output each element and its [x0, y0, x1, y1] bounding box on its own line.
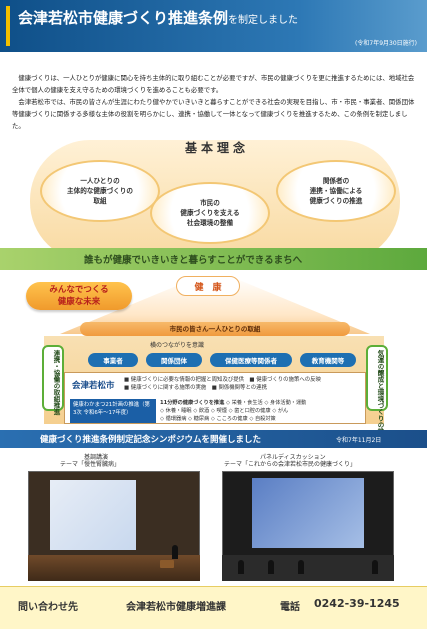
goal-item: ◇ 循環器病: [160, 416, 187, 422]
intro-text: 健康づくりは、一人ひとりが健康に関心を持ち主体的に取り組むことが必要ですが、市民…: [12, 72, 416, 132]
future-line-1: みんなでつくる: [49, 285, 109, 295]
header-band: [0, 0, 427, 52]
panel-screen: [252, 478, 364, 548]
panel-stage: [222, 555, 394, 581]
title-suffix: を制定しました: [228, 15, 299, 26]
panelist-figure: [372, 560, 378, 574]
phone-label: 電話: [280, 602, 300, 613]
principle-2: 市民の 健康づくりを支える 社会環境の整備: [150, 182, 270, 244]
health-box: [176, 276, 240, 296]
phone-number: 0242-39-1245: [314, 597, 400, 610]
goal-item: ◇ がん: [272, 408, 289, 414]
org-kyoiku: 教育機関等: [300, 353, 356, 367]
header-accent: [6, 6, 10, 46]
symposium-title: 健康づくり推進条例制定記念シンポジウムを開催しました: [40, 435, 262, 445]
department-name: 会津若松市健康増進課: [126, 602, 226, 613]
vision-text: 誰もが健康でいきいきと暮らすことができるまちへ: [84, 255, 303, 266]
org-hoken-iryo: 保健医療等関係者: [210, 353, 292, 367]
city-item: ■ 健康づくりの施策への反映: [249, 377, 321, 383]
panelist-figure: [298, 560, 304, 574]
city-item: ■ 健康づくりに必要な情報の把握と周知及び提供: [124, 377, 245, 383]
principle-1: 一人ひとりの 主体的な健康づくりの 取組: [40, 160, 160, 222]
intro-paragraph-2: 会津若松市では、市民の皆さんが生涯にわたり健やかでいきいきと暮らすことができる社…: [12, 98, 415, 130]
right-column-text: 気運の醸成と環境づくりの推進: [376, 350, 384, 441]
enforcement-date: (令和7年9月30日施行): [355, 40, 417, 47]
title-main: 会津若松市健康づくり推進条例: [18, 9, 229, 27]
panelist-figure: [268, 560, 274, 574]
keynote-theme: テーマ「慢性腎臓病」: [60, 461, 121, 468]
principle-3-text: 関係者の 連携・協働による 健康づくりの推進: [309, 177, 363, 205]
panel-theme: テーマ「これからの会津若松市民の健康づくり」: [224, 461, 357, 468]
future-line-2: 健康な未来: [57, 297, 101, 307]
citizen-band: [80, 322, 350, 336]
city-items: ■ 健康づくりに必要な情報の把握と周知及び提供 ■ 健康づくりの施策への反映 ■…: [124, 376, 364, 392]
keynote-caption: 基調講演: [84, 454, 109, 461]
page-title: 会津若松市健康づくり推進条例を制定しました: [18, 7, 298, 28]
plan-box: 健康わかまつ21計画の推進（第3次 令和6年〜17年度）: [70, 399, 156, 423]
principle-3: 関係者の 連携・協働による 健康づくりの推進: [276, 160, 396, 222]
intro-paragraph-1: 健康づくりは、一人ひとりが健康に関心を持ち主体的に取り組むことが必要ですが、市民…: [12, 74, 415, 94]
principle-1-text: 一人ひとりの 主体的な健康づくりの 取組: [67, 177, 133, 205]
org-kankei-dantai: 関係団体: [146, 353, 202, 367]
goals-title: 11分野の健康づくりを推進: [160, 400, 225, 406]
principle-2-text: 市民の 健康づくりを支える 社会環境の整備: [180, 199, 240, 227]
health-label: 健 康: [194, 283, 222, 293]
keynote-screen: [50, 480, 136, 550]
speaker-figure: [172, 545, 178, 559]
podium: [160, 560, 174, 568]
goals: 11分野の健康づくりを推進 ◇ 栄養・食生活 ◇ 身体活動・運動 ◇ 休養・睡眠…: [160, 399, 370, 423]
city-name: 会津若松市: [72, 381, 115, 391]
goal-item: ◇ こころの健康: [210, 416, 248, 422]
goal-item: ◇ 糖尿病: [188, 416, 210, 422]
right-column-box: [366, 345, 388, 411]
goal-item: ◇ 栄養・食生活: [225, 400, 263, 406]
goal-item: ◇ 飲酒: [193, 408, 210, 414]
symposium-band: [0, 430, 427, 448]
footer: [0, 586, 427, 629]
left-column-text: 連携・協働の取組推進: [52, 350, 60, 415]
contact-label: 問い合わせ先: [18, 602, 78, 613]
principles-title: 基本理念: [185, 141, 250, 155]
city-item: ■ 健康づくりに関する施策の実施: [124, 385, 207, 391]
goal-item: ◇ 喫煙: [210, 408, 227, 414]
citizen-label: 市民の皆さん一人ひとりの取組: [169, 325, 261, 333]
goal-item: ◇ 休養・睡眠: [160, 408, 192, 414]
future-pill: [26, 282, 132, 310]
left-column-box: [42, 345, 64, 411]
vision-band: [0, 248, 427, 270]
yoko-label: 横のつながりを意識: [150, 342, 205, 349]
goal-item: ◇ 身体活動・運動: [264, 400, 307, 406]
panel-caption: パネルディスカッション: [260, 454, 326, 461]
keynote-stage: [28, 555, 200, 581]
symposium-date: 令和7年11月2日: [336, 437, 382, 444]
panelist-figure: [238, 560, 244, 574]
goal-item: ◇ 自殺対策: [249, 416, 276, 422]
future-text: みんなでつくる 健康な未来: [36, 284, 122, 308]
org-jigyosha: 事業者: [88, 353, 138, 367]
goal-item: ◇ 歯と口腔の健康: [228, 408, 271, 414]
city-item: ■ 関係機関等との連携: [211, 385, 267, 391]
